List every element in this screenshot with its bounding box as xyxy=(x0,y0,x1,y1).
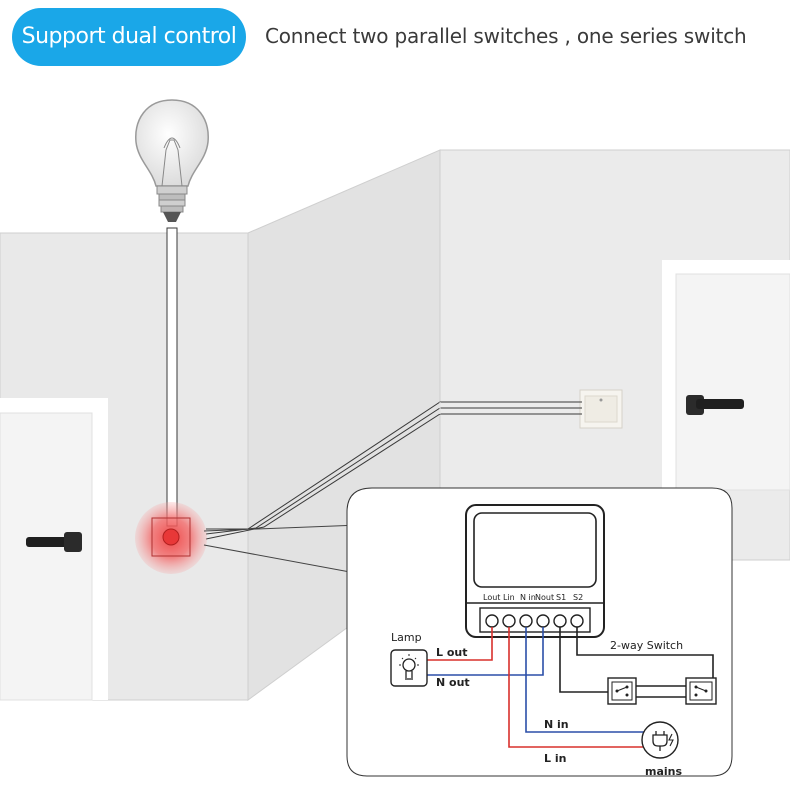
terminal-label-lin: Lin xyxy=(503,593,515,602)
wire-n-out xyxy=(427,627,544,676)
terminal-nin xyxy=(519,614,533,628)
header: Support dual control Connect two paralle… xyxy=(0,0,790,80)
wire-s1 xyxy=(559,627,608,693)
terminal-lout xyxy=(485,614,499,628)
left-door-handle-icon xyxy=(26,537,74,547)
two-way-switch-2-icon xyxy=(685,677,717,705)
support-dual-control-badge: Support dual control xyxy=(12,8,246,66)
two-way-switch-1-icon xyxy=(607,677,637,705)
wire-s2 xyxy=(576,627,714,680)
n-in-label: N in xyxy=(544,718,569,731)
terminal-label-s1: S1 xyxy=(556,593,566,602)
highlighted-junction-box xyxy=(135,502,207,574)
bulb-cable xyxy=(166,227,178,527)
light-bulb-icon xyxy=(135,99,209,222)
right-door xyxy=(662,260,790,491)
n-out-label: N out xyxy=(436,676,470,689)
schematic-wires xyxy=(427,627,714,748)
terminal-nout xyxy=(536,614,550,628)
l-out-label: L out xyxy=(436,646,468,659)
smart-switch-module: Lout Lin N in Nout S1 S2 xyxy=(465,504,605,638)
wire-n-in xyxy=(525,627,644,733)
terminal-label-nout: Nout xyxy=(535,593,554,602)
terminal-label-s2: S2 xyxy=(573,593,583,602)
left-door xyxy=(0,398,108,701)
wall-wires xyxy=(205,401,582,540)
terminal-s2 xyxy=(570,614,584,628)
mains-plug-icon xyxy=(641,721,679,759)
wall-switch xyxy=(579,389,623,429)
terminal-lin xyxy=(502,614,516,628)
lamp-label: Lamp xyxy=(391,631,422,644)
lamp-icon xyxy=(390,649,428,687)
header-subtitle: Connect two parallel switches , one seri… xyxy=(265,24,747,48)
terminal-label-nin: N in xyxy=(520,593,536,602)
two-way-switch-label: 2-way Switch xyxy=(610,639,683,652)
callout-pointer xyxy=(203,524,361,573)
wire-l-in xyxy=(508,627,644,748)
mains-label: mains xyxy=(645,765,682,778)
wire-l-out xyxy=(427,627,493,661)
terminal-label-lout: Lout xyxy=(483,593,500,602)
right-door-handle-icon xyxy=(696,399,744,409)
terminal-s1 xyxy=(553,614,567,628)
l-in-label: L in xyxy=(544,752,566,765)
